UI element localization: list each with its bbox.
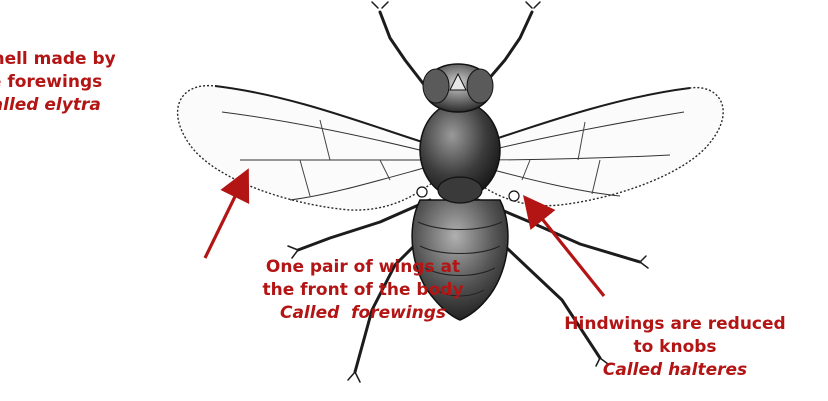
halteres-label-line1: Hindwings are reduced [564,314,785,334]
halteres-label-line2: to knobs [633,337,716,357]
left-wing [178,86,448,210]
forewings-label: One pair of wings at the front of the bo… [232,256,494,325]
halteres-label: Hindwings are reduced to knobs Called ha… [540,313,810,382]
forewings-label-term: Called forewings [232,302,494,325]
forewing-pointer-arrow [205,174,246,258]
halteres-label-term: Called halteres [540,359,810,382]
right-wing [462,88,723,206]
elytra-label-line2: he forewings [0,72,102,92]
elytra-label-line1: d shell made by [0,49,116,69]
elytra-label-term: Called elytra [0,94,160,117]
forewings-label-line1: One pair of wings at [266,257,460,277]
elytra-label: d shell made by he forewings Called elyt… [0,48,160,117]
forewings-label-line2: the front of the body [262,280,463,300]
